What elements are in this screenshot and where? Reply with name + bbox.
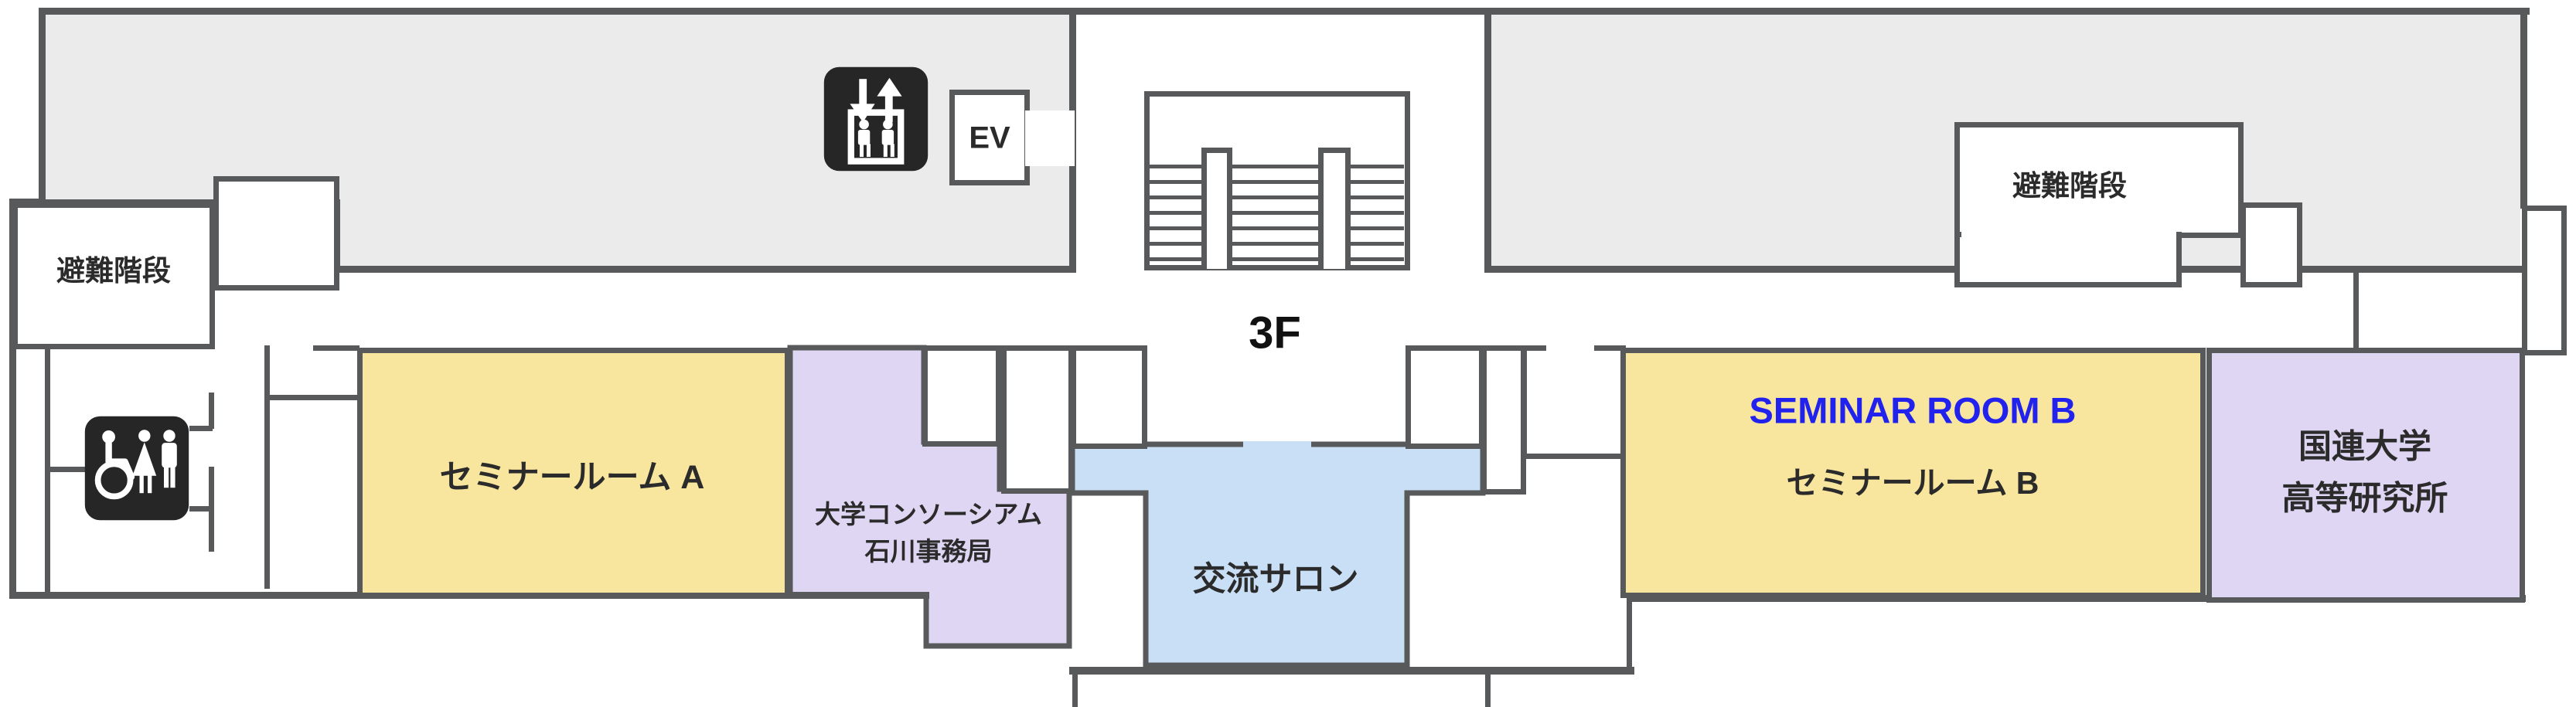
salon-label: 交流サロン	[1192, 561, 1359, 598]
elevator-icon	[823, 66, 929, 172]
wall-corridor-345	[264, 345, 270, 589]
wall-protrusion-left	[1072, 674, 1078, 707]
wall-toilet-stub-1	[189, 426, 213, 431]
box-mid-door	[1546, 345, 1594, 352]
consortium-label-line2: 石川事務局	[864, 537, 993, 566]
evac-right-merge	[1961, 231, 2176, 240]
room-evac-right-ext	[1954, 232, 2182, 287]
wall-toilet-stub-2	[189, 506, 213, 512]
unu-label: 国連大学 高等研究所	[2282, 421, 2448, 524]
box-right-small	[2240, 202, 2302, 287]
stair-rail-left	[1201, 148, 1232, 269]
floor-label: 3F	[1249, 308, 1301, 359]
wall-rooma-top-stub	[313, 345, 359, 351]
stair-rail-right	[1318, 148, 1351, 269]
box-salon-east	[1406, 345, 1484, 449]
box-top-right	[2522, 206, 2567, 355]
wall-protrusion-right	[1485, 674, 1491, 707]
box-consortium-1	[922, 345, 1001, 447]
elevator-label: EV	[969, 121, 1010, 155]
evac-right-label: 避難階段	[2012, 170, 2127, 202]
wall-toilet-door-2	[209, 393, 214, 429]
wall-left-upper	[39, 8, 46, 206]
box-salon-west	[1071, 345, 1147, 449]
salon-door-opening	[1243, 441, 1311, 448]
box-narrow	[1481, 345, 1526, 495]
wall-left-jog	[9, 199, 46, 206]
wall-stairhall-right	[1484, 8, 1491, 273]
wall-duct-left	[45, 346, 50, 595]
stair-treads	[1149, 153, 1404, 263]
wall-top	[39, 8, 2530, 15]
wall-east-stub	[2353, 270, 2359, 349]
upper-zone-left-b	[340, 202, 1069, 269]
unu-label-line2: 高等研究所	[2281, 480, 2448, 517]
wall-left-lower	[9, 199, 16, 599]
unu-label-line1: 国連大学	[2298, 428, 2431, 466]
room-evac-right	[1954, 122, 2244, 238]
wall-corridor-515	[264, 395, 359, 400]
wall-bottom-east	[1627, 595, 2526, 602]
box-mid	[1521, 345, 1626, 459]
box-consortium-2	[1001, 345, 1074, 494]
consortium-label-line1: 大学コンソーシアム	[814, 500, 1043, 529]
wall-bottom-salon	[1069, 667, 1634, 675]
box-upper-left	[213, 176, 339, 291]
seminar-a-label: セミナールーム A	[439, 459, 705, 496]
elevator-opening	[1025, 110, 1075, 166]
room-seminar-a	[357, 348, 790, 598]
consortium-label: 大学コンソーシアム 石川事務局	[815, 496, 1042, 570]
accessible-toilet-icon	[84, 416, 189, 521]
wall-toilet-stub-3	[49, 467, 85, 472]
seminar-b-label-jp: セミナールーム B	[1786, 465, 2039, 501]
wall-gray-bottom-2	[338, 266, 1075, 273]
wall-gray-right-edge	[2520, 8, 2527, 209]
wall-step-east	[1627, 595, 1632, 672]
room-seminar-b	[1620, 348, 2206, 598]
room-unu	[2206, 348, 2525, 603]
evac-left-label: 避難階段	[56, 255, 171, 287]
room-evac-left	[12, 202, 215, 349]
seminar-b-label-en: SEMINAR ROOM B	[1749, 389, 2077, 431]
